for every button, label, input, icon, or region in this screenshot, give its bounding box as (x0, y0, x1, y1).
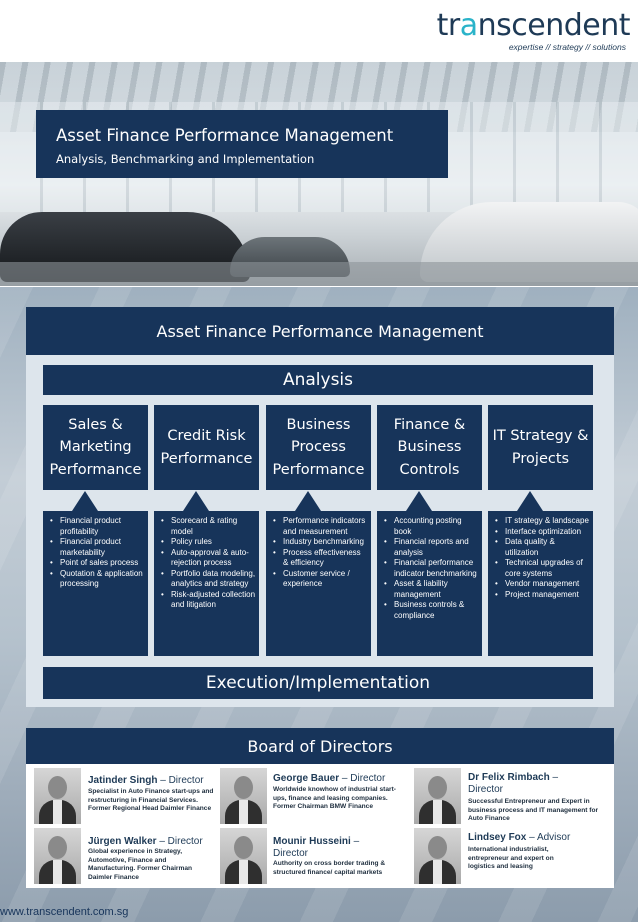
pillar-business-process (266, 405, 371, 490)
bullet-item: IT strategy & landscape (495, 516, 590, 527)
bullet-box-sales-marketing: Financial product profitability Financia… (43, 511, 148, 656)
director-description: Worldwide knowhow of industrial start-up… (273, 786, 396, 810)
bullet-box-it-strategy: IT strategy & landscape Interface optimi… (488, 511, 593, 656)
director-name: Mounir Husseini – (273, 836, 360, 847)
logo-wordmark: transcendent (436, 8, 631, 43)
pillar-finance-controls (377, 405, 482, 490)
director-role: Director (468, 784, 504, 795)
bullet-item: Vendor management (495, 579, 590, 590)
hero-title: Asset Finance Performance Management (56, 126, 394, 145)
director-description: Authority on cross border trading & stru… (273, 860, 386, 876)
bullet-item: Auto-approval & auto-rejection process (161, 548, 256, 569)
bullet-item: Policy rules (161, 537, 256, 548)
footer-url[interactable]: www.transcendent.com.sg (0, 906, 129, 918)
director-photo (34, 768, 81, 824)
logo-tagline: expertise // strategy // solutions (508, 42, 626, 52)
pillar-label: Credit Risk Performance (160, 428, 253, 467)
director-name: Jürgen Walker – Director (88, 836, 203, 847)
bullet-box-business-process: Performance indicators and measurement I… (266, 511, 371, 656)
bullet-item: Asset & liability management (384, 579, 479, 600)
director-description: Successful Entrepreneur and Expert in bu… (468, 798, 599, 822)
bullet-item: Financial reports and analysis (384, 537, 479, 558)
director-name: Jatinder Singh – Director (88, 775, 204, 786)
board-title: Board of Directors (247, 737, 393, 756)
bullet-item: Business controls & compliance (384, 600, 479, 621)
director-photo (414, 828, 461, 884)
director-description: International industrialist, entrepreneu… (468, 846, 554, 870)
director-name: George Bauer – Director (273, 773, 386, 784)
callout-pointer (183, 491, 209, 511)
bullet-item: Risk-adjusted collection and litigation (161, 590, 256, 611)
pillar-credit-risk (154, 405, 259, 490)
company-logo: transcendent expertise // strategy // so… (437, 8, 631, 54)
bullet-item: Financial product profitability (50, 516, 145, 537)
board-panel (26, 764, 614, 888)
director-name: Dr Felix Rimbach – (468, 772, 559, 783)
analysis-label: Analysis (282, 370, 354, 390)
callout-pointer (406, 491, 432, 511)
bullet-item: Interface optimization (495, 527, 590, 538)
bullet-box-credit-risk: Scorecard & rating model Policy rules Au… (154, 511, 259, 656)
pillar-label: Sales & Marketing Performance (49, 416, 142, 478)
framework-header (26, 307, 614, 355)
bullet-item: Project management (495, 590, 590, 601)
execution-label: Execution/Implementation (205, 673, 431, 693)
pillar-label: Business Process Performance (272, 416, 365, 478)
pillar-label: Finance & Business Controls (393, 416, 466, 478)
bullet-item: Accounting posting book (384, 516, 479, 537)
bullet-item: Financial performance indicator benchmar… (384, 558, 479, 579)
bullet-item: Portfolio data modeling, analytics and s… (161, 569, 256, 590)
bullet-item: Process effectiveness & efficiency (273, 548, 368, 569)
execution-bar (43, 667, 593, 699)
framework-title: Asset Finance Performance Management (156, 322, 484, 341)
analysis-bar (43, 365, 593, 395)
bullet-item: Point of sales process (50, 558, 145, 569)
bullet-item: Performance indicators and measurement (273, 516, 368, 537)
callout-pointer (295, 491, 321, 511)
pillar-label: IT Strategy & Projects (492, 428, 589, 467)
bullet-item: Scorecard & rating model (161, 516, 256, 537)
director-role: Director (273, 848, 309, 859)
hero-subtitle: Analysis, Benchmarking and Implementatio… (56, 152, 315, 166)
director-name: Lindsey Fox – Advisor (468, 832, 571, 843)
bullet-item: Customer service / experience (273, 569, 368, 590)
director-description: Specialist in Auto Finance start-ups and… (88, 788, 214, 812)
director-description: Global experience in Strategy, Automotiv… (88, 848, 193, 881)
bullet-item: Technical upgrades of core systems (495, 558, 590, 579)
bullet-item: Data quality & utilization (495, 537, 590, 558)
hero-banner (36, 110, 448, 178)
director-photo (414, 768, 461, 824)
director-photo (220, 768, 267, 824)
bullet-item: Financial product marketability (50, 537, 145, 558)
callout-pointer (72, 491, 98, 511)
hero-image (0, 62, 638, 286)
director-photo (220, 828, 267, 884)
pillar-sales-marketing (43, 405, 148, 490)
board-header (26, 728, 614, 764)
callout-pointer (517, 491, 543, 511)
bullet-item: Industry benchmarking (273, 537, 368, 548)
pillar-it-strategy (488, 405, 593, 490)
director-photo (34, 828, 81, 884)
bullet-item: Quotation & application processing (50, 569, 145, 590)
bullet-box-finance-controls: Accounting posting book Financial report… (377, 511, 482, 656)
